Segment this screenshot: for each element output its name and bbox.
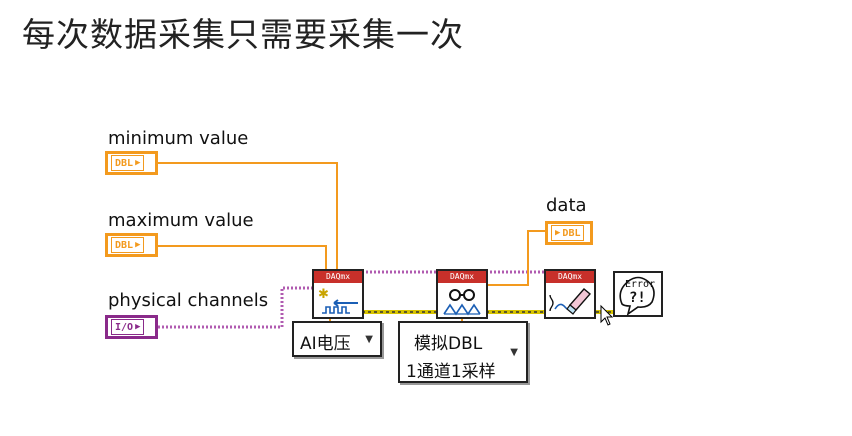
wire-physical-channels — [158, 286, 314, 329]
clear-eraser-icon — [549, 288, 591, 315]
dbl-type-text: DBL — [115, 239, 134, 251]
svg-text:✱: ✱ — [318, 287, 329, 302]
label-minimum-value: minimum value — [108, 128, 249, 149]
dbl-type-box: DBL▶ — [111, 155, 145, 171]
triangle-right-icon: ▶ — [135, 240, 141, 250]
wire-data — [486, 230, 547, 286]
create-channel-selector[interactable]: AI电压 ▼ — [292, 321, 382, 357]
daqmx-header: DAQmx — [546, 271, 594, 283]
selector-value: AI电压 — [300, 334, 351, 354]
label-physical-channels: physical channels — [108, 290, 269, 311]
wire-minimum — [158, 162, 338, 272]
selector-value-line2: 1通道1采样 — [406, 362, 496, 382]
triangle-right-icon: ▶ — [135, 322, 141, 332]
daqmx-clear-task-vi[interactable]: DAQmx — [544, 269, 596, 319]
error-text: Error — [625, 279, 656, 290]
error-marks: ?! — [629, 290, 646, 306]
error-bubble-icon — [613, 271, 663, 317]
simple-error-handler-vi[interactable]: Error ?! — [612, 270, 664, 318]
dbl-type-box: ▶DBL — [551, 225, 585, 241]
daqmx-header: DAQmx — [314, 271, 362, 283]
physical-channels-terminal[interactable]: I/O▶ — [105, 315, 158, 339]
daqmx-header: DAQmx — [438, 271, 486, 283]
minimum-value-terminal[interactable]: DBL▶ — [105, 151, 158, 175]
triangle-down-icon: ▼ — [365, 334, 373, 345]
label-maximum-value: maximum value — [108, 210, 254, 231]
read-glasses-icon — [443, 289, 481, 316]
page-title: 每次数据采集只需要采集一次 — [22, 15, 464, 54]
triangle-right-icon: ▶ — [555, 228, 561, 238]
daqmx-create-channel-vi[interactable]: DAQmx ✱ — [312, 269, 364, 319]
io-type-text: I/O — [115, 321, 134, 333]
label-data: data — [546, 195, 587, 216]
selector-value-line1: 模拟DBL — [414, 334, 483, 354]
io-type-box: I/O▶ — [111, 319, 145, 335]
create-channel-icon: ✱ — [318, 287, 358, 314]
dbl-type-box: DBL▶ — [111, 237, 145, 253]
data-indicator-terminal[interactable]: ▶DBL — [545, 221, 593, 245]
triangle-right-icon: ▶ — [135, 158, 141, 168]
daqmx-read-vi[interactable]: DAQmx — [436, 269, 488, 319]
triangle-down-icon: ▼ — [510, 347, 518, 358]
dbl-type-text: DBL — [115, 157, 134, 169]
maximum-value-terminal[interactable]: DBL▶ — [105, 233, 158, 257]
wire-maximum — [158, 245, 327, 272]
read-selector[interactable]: 模拟DBL 1通道1采样 ▼ — [398, 321, 528, 383]
cursor-icon — [600, 304, 614, 326]
dbl-type-text: DBL — [562, 227, 581, 239]
